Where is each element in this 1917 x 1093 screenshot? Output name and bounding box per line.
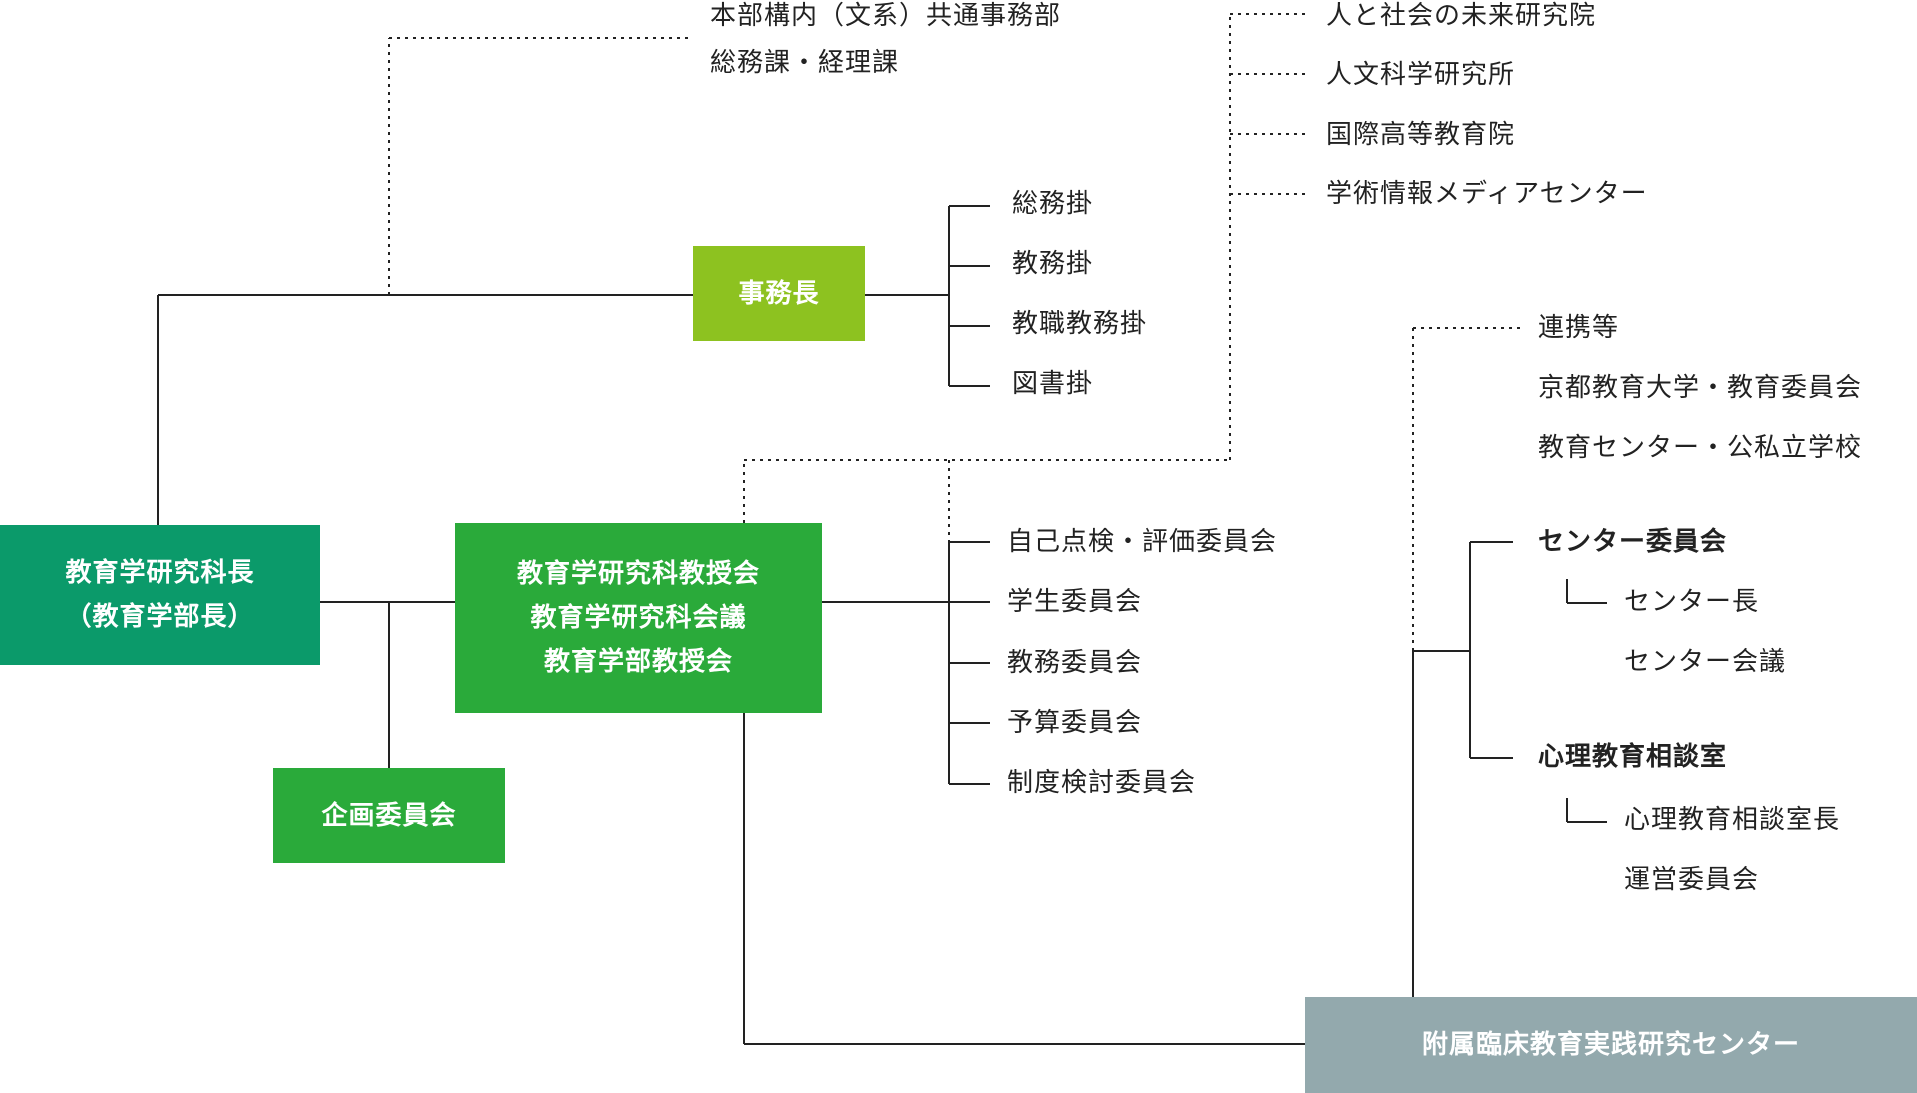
admin-section-item: 総務掛 bbox=[1012, 189, 1094, 219]
council-line-3: 教育学部教授会 bbox=[543, 647, 733, 677]
admin-office-label: 本部構内（文系）共通事務部 bbox=[710, 1, 1062, 31]
counseling-room-title: 心理教育相談室 bbox=[1538, 742, 1728, 772]
center-box: 附属臨床教育実践研究センター bbox=[1305, 997, 1917, 1093]
center-label: 附属臨床教育実践研究センター bbox=[1421, 1030, 1800, 1060]
institute-item: 人文科学研究所 bbox=[1326, 60, 1516, 90]
dean-title: 教育学研究科長 bbox=[65, 558, 255, 588]
admin-section-item: 教職教務掛 bbox=[1012, 309, 1148, 339]
planning-committee-box: 企画委員会 bbox=[273, 768, 505, 863]
committee-item: 予算委員会 bbox=[1007, 708, 1143, 738]
dean-subtitle: （教育学部長） bbox=[65, 602, 255, 632]
admin-section-item: 図書掛 bbox=[1012, 369, 1094, 399]
institute-item: 学術情報メディアセンター bbox=[1326, 179, 1648, 209]
counseling-room-item: 運営委員会 bbox=[1624, 865, 1760, 895]
faculty-council-box: 教育学研究科教授会 教育学研究科会議 教育学部教授会 bbox=[455, 523, 822, 713]
admin-office-sublabel: 総務課・経理課 bbox=[710, 48, 900, 78]
center-committee-item: センター長 bbox=[1624, 587, 1760, 617]
committee-item: 教務委員会 bbox=[1007, 648, 1143, 678]
counseling-room-item: 心理教育相談室長 bbox=[1624, 805, 1841, 835]
partner-item: 教育センター・公私立学校 bbox=[1538, 433, 1863, 463]
center-committee-title: センター委員会 bbox=[1538, 527, 1728, 557]
committee-item: 学生委員会 bbox=[1007, 587, 1143, 617]
admin-chief-label: 事務長 bbox=[738, 278, 820, 309]
admin-section-item: 教務掛 bbox=[1012, 249, 1094, 279]
council-line-2: 教育学研究科会議 bbox=[530, 603, 747, 633]
partner-item: 京都教育大学・教育委員会 bbox=[1538, 373, 1863, 403]
institute-item: 国際高等教育院 bbox=[1326, 120, 1516, 150]
planning-committee-label: 企画委員会 bbox=[321, 800, 457, 831]
council-line-1: 教育学研究科教授会 bbox=[516, 559, 760, 589]
center-committee-item: センター会議 bbox=[1624, 647, 1787, 677]
committee-item: 制度検討委員会 bbox=[1007, 768, 1197, 798]
committee-item: 自己点検・評価委員会 bbox=[1007, 527, 1278, 557]
dean-box: 教育学研究科長 （教育学部長） bbox=[0, 525, 320, 665]
institute-item: 人と社会の未来研究院 bbox=[1326, 1, 1597, 31]
admin-chief-box: 事務長 bbox=[693, 246, 865, 341]
partners-heading: 連携等 bbox=[1538, 313, 1620, 343]
